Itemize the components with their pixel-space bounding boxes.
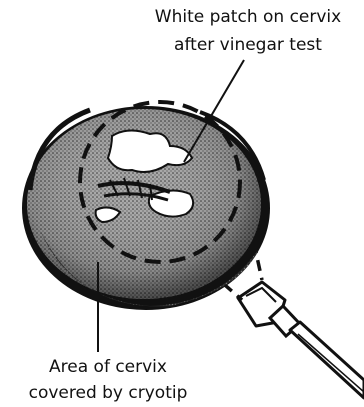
cryotip-area-label-line-1: Area of cervix [10, 356, 206, 378]
cryoprobe [238, 282, 364, 398]
white-patch-label-line-1: White patch on cervix [135, 6, 361, 28]
cryotip-area-label-line-2: covered by cryotip [10, 382, 206, 404]
white-patch-label-line-2: after vinegar test [135, 34, 361, 56]
